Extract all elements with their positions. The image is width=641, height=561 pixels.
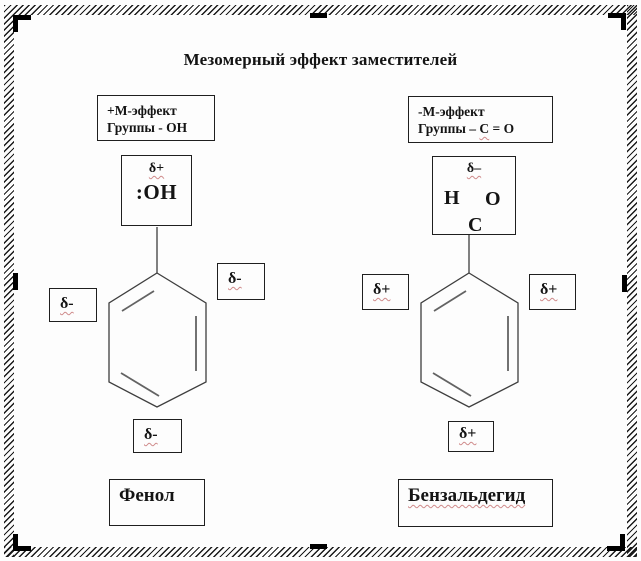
benzaldehyde-effect-line1: -М-эффект (418, 104, 485, 119)
phenol-delta-right-textbox[interactable]: δ- (217, 263, 265, 300)
phenol-effect-line1: +М-эффект (107, 103, 177, 118)
resize-handle-top-left[interactable] (13, 15, 31, 32)
aldehyde-hydrogen-atom: H (444, 187, 460, 209)
phenol-structure (108, 227, 207, 408)
phenol-inner-double-bonds (120, 290, 197, 397)
benzaldehyde-delta-left-label: δ+ (373, 281, 391, 298)
benzaldehyde-substituent-delta: δ– (466, 161, 482, 176)
diagram-title: Мезомерный эффект заместителей (183, 50, 458, 69)
aldehyde-carbon-atom: C (468, 214, 483, 236)
benzaldehyde-delta-right-textbox[interactable]: δ+ (529, 274, 576, 310)
canvas-hatched-border-bottom[interactable] (4, 547, 637, 557)
phenol-effect-line2: Группы - ОН (107, 120, 188, 135)
benzaldehyde-name-label: Бензальдегид (408, 485, 526, 506)
phenol-benzene-ring (108, 272, 207, 408)
phenol-name-textbox[interactable]: Фенол (109, 479, 205, 526)
resize-handle-top-right[interactable] (608, 13, 626, 30)
phenol-effect-textbox[interactable]: +М-эффект Группы - ОН (97, 95, 215, 141)
phenol-delta-left-label: δ- (60, 295, 74, 312)
canvas-hatched-border-left[interactable] (4, 5, 14, 557)
canvas-hatched-border-top[interactable] (4, 5, 637, 15)
phenol-delta-left-textbox[interactable]: δ- (49, 288, 97, 322)
resize-handle-bottom-right[interactable] (607, 534, 625, 551)
phenol-delta-bottom-label: δ- (144, 426, 158, 443)
phenol-name-label: Фенол (119, 485, 175, 506)
aldehyde-oxygen-atom: O (485, 188, 501, 210)
phenol-substituent-group: :ОН (135, 180, 178, 204)
phenol-delta-right-label: δ- (228, 270, 242, 287)
benzaldehyde-effect-line2: Группы – С = О (418, 121, 515, 136)
resize-handle-left-center[interactable] (13, 273, 18, 290)
benzaldehyde-delta-bottom-textbox[interactable]: δ+ (448, 421, 494, 452)
benzaldehyde-structure (420, 235, 519, 408)
resize-handle-right-center[interactable] (622, 275, 627, 292)
benzaldehyde-substituent-textbox[interactable]: δ– H O C (432, 156, 516, 235)
resize-handle-bottom-center[interactable] (310, 544, 327, 549)
resize-handle-top-center[interactable] (310, 13, 327, 18)
resize-handle-bottom-left[interactable] (13, 534, 31, 551)
benzaldehyde-benzene-ring (420, 272, 519, 408)
phenol-substituent-textbox[interactable]: δ+ :ОН (121, 155, 192, 226)
benzaldehyde-delta-bottom-label: δ+ (459, 425, 477, 442)
benzaldehyde-effect-textbox[interactable]: -М-эффект Группы – С = О (408, 96, 553, 143)
benzaldehyde-inner-double-bonds (432, 290, 509, 397)
benzaldehyde-name-textbox[interactable]: Бензальдегид (398, 479, 553, 527)
benzaldehyde-delta-right-label: δ+ (540, 281, 558, 298)
canvas-hatched-border-right[interactable] (627, 5, 637, 557)
benzaldehyde-delta-left-textbox[interactable]: δ+ (362, 274, 409, 310)
phenol-substituent-delta: δ+ (148, 161, 165, 176)
phenol-delta-bottom-textbox[interactable]: δ- (133, 419, 182, 453)
